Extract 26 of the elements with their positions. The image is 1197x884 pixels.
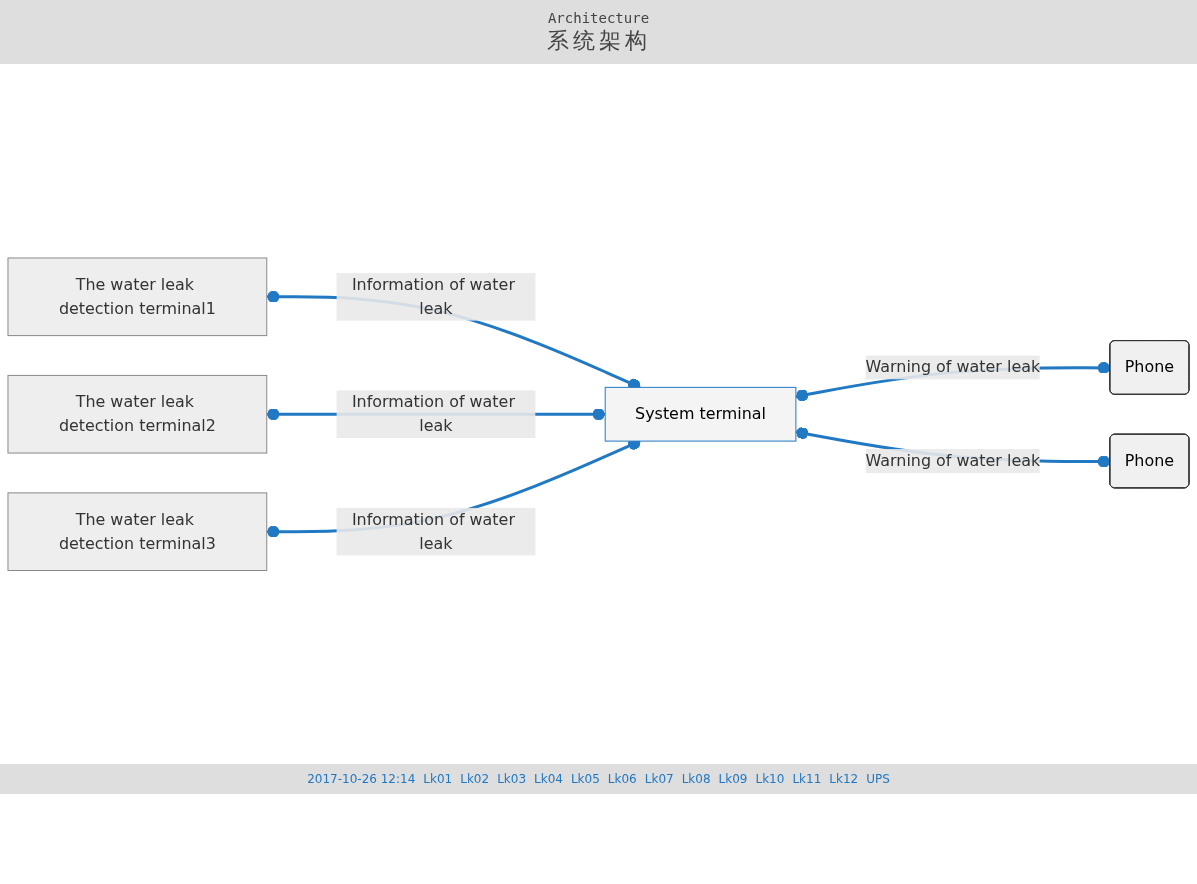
screen-label: Lk10: [755, 772, 785, 786]
subtitle: Architecture: [546, 10, 651, 26]
screen-label: Lk09: [718, 772, 748, 786]
screen-label: Lk12: [829, 772, 859, 786]
architecture-diagram: Information of water leak Information of water leak Information of water leak Warning of water leak Warning of water leak The water leak detection terminal1 The water leak detection terminal2 The water leak detection terminal3 System terminal Phone Phone: [0, 249, 1197, 579]
screen-label: UPS: [866, 772, 890, 786]
node-box: [7, 492, 268, 571]
edge-label: Information of water leak: [351, 392, 515, 435]
edge-label: Warning of water leak: [865, 450, 1041, 470]
screen-label: Lk11: [792, 772, 822, 786]
edge-label: Information of water leak: [351, 509, 515, 553]
screen-label: Lk07: [644, 772, 674, 786]
title: 系统架构: [545, 27, 652, 55]
screen-label: Lk02: [460, 772, 490, 786]
screen-label: Lk04: [534, 772, 563, 786]
screen-label: Lk05: [570, 772, 600, 786]
edge-label: Warning of water leak: [865, 357, 1041, 377]
screen-label: Lk03: [497, 772, 527, 786]
screen-label: Lk06: [607, 772, 637, 786]
screen-label: Lk08: [681, 772, 711, 786]
node-box: [7, 374, 268, 454]
edge-label: Information of water leak: [351, 274, 515, 318]
node-box: [604, 386, 797, 442]
screen-label: Lk01: [423, 772, 453, 786]
node-box: [7, 257, 268, 336]
screen-label: 2017-10-26 12:14: [307, 772, 416, 786]
